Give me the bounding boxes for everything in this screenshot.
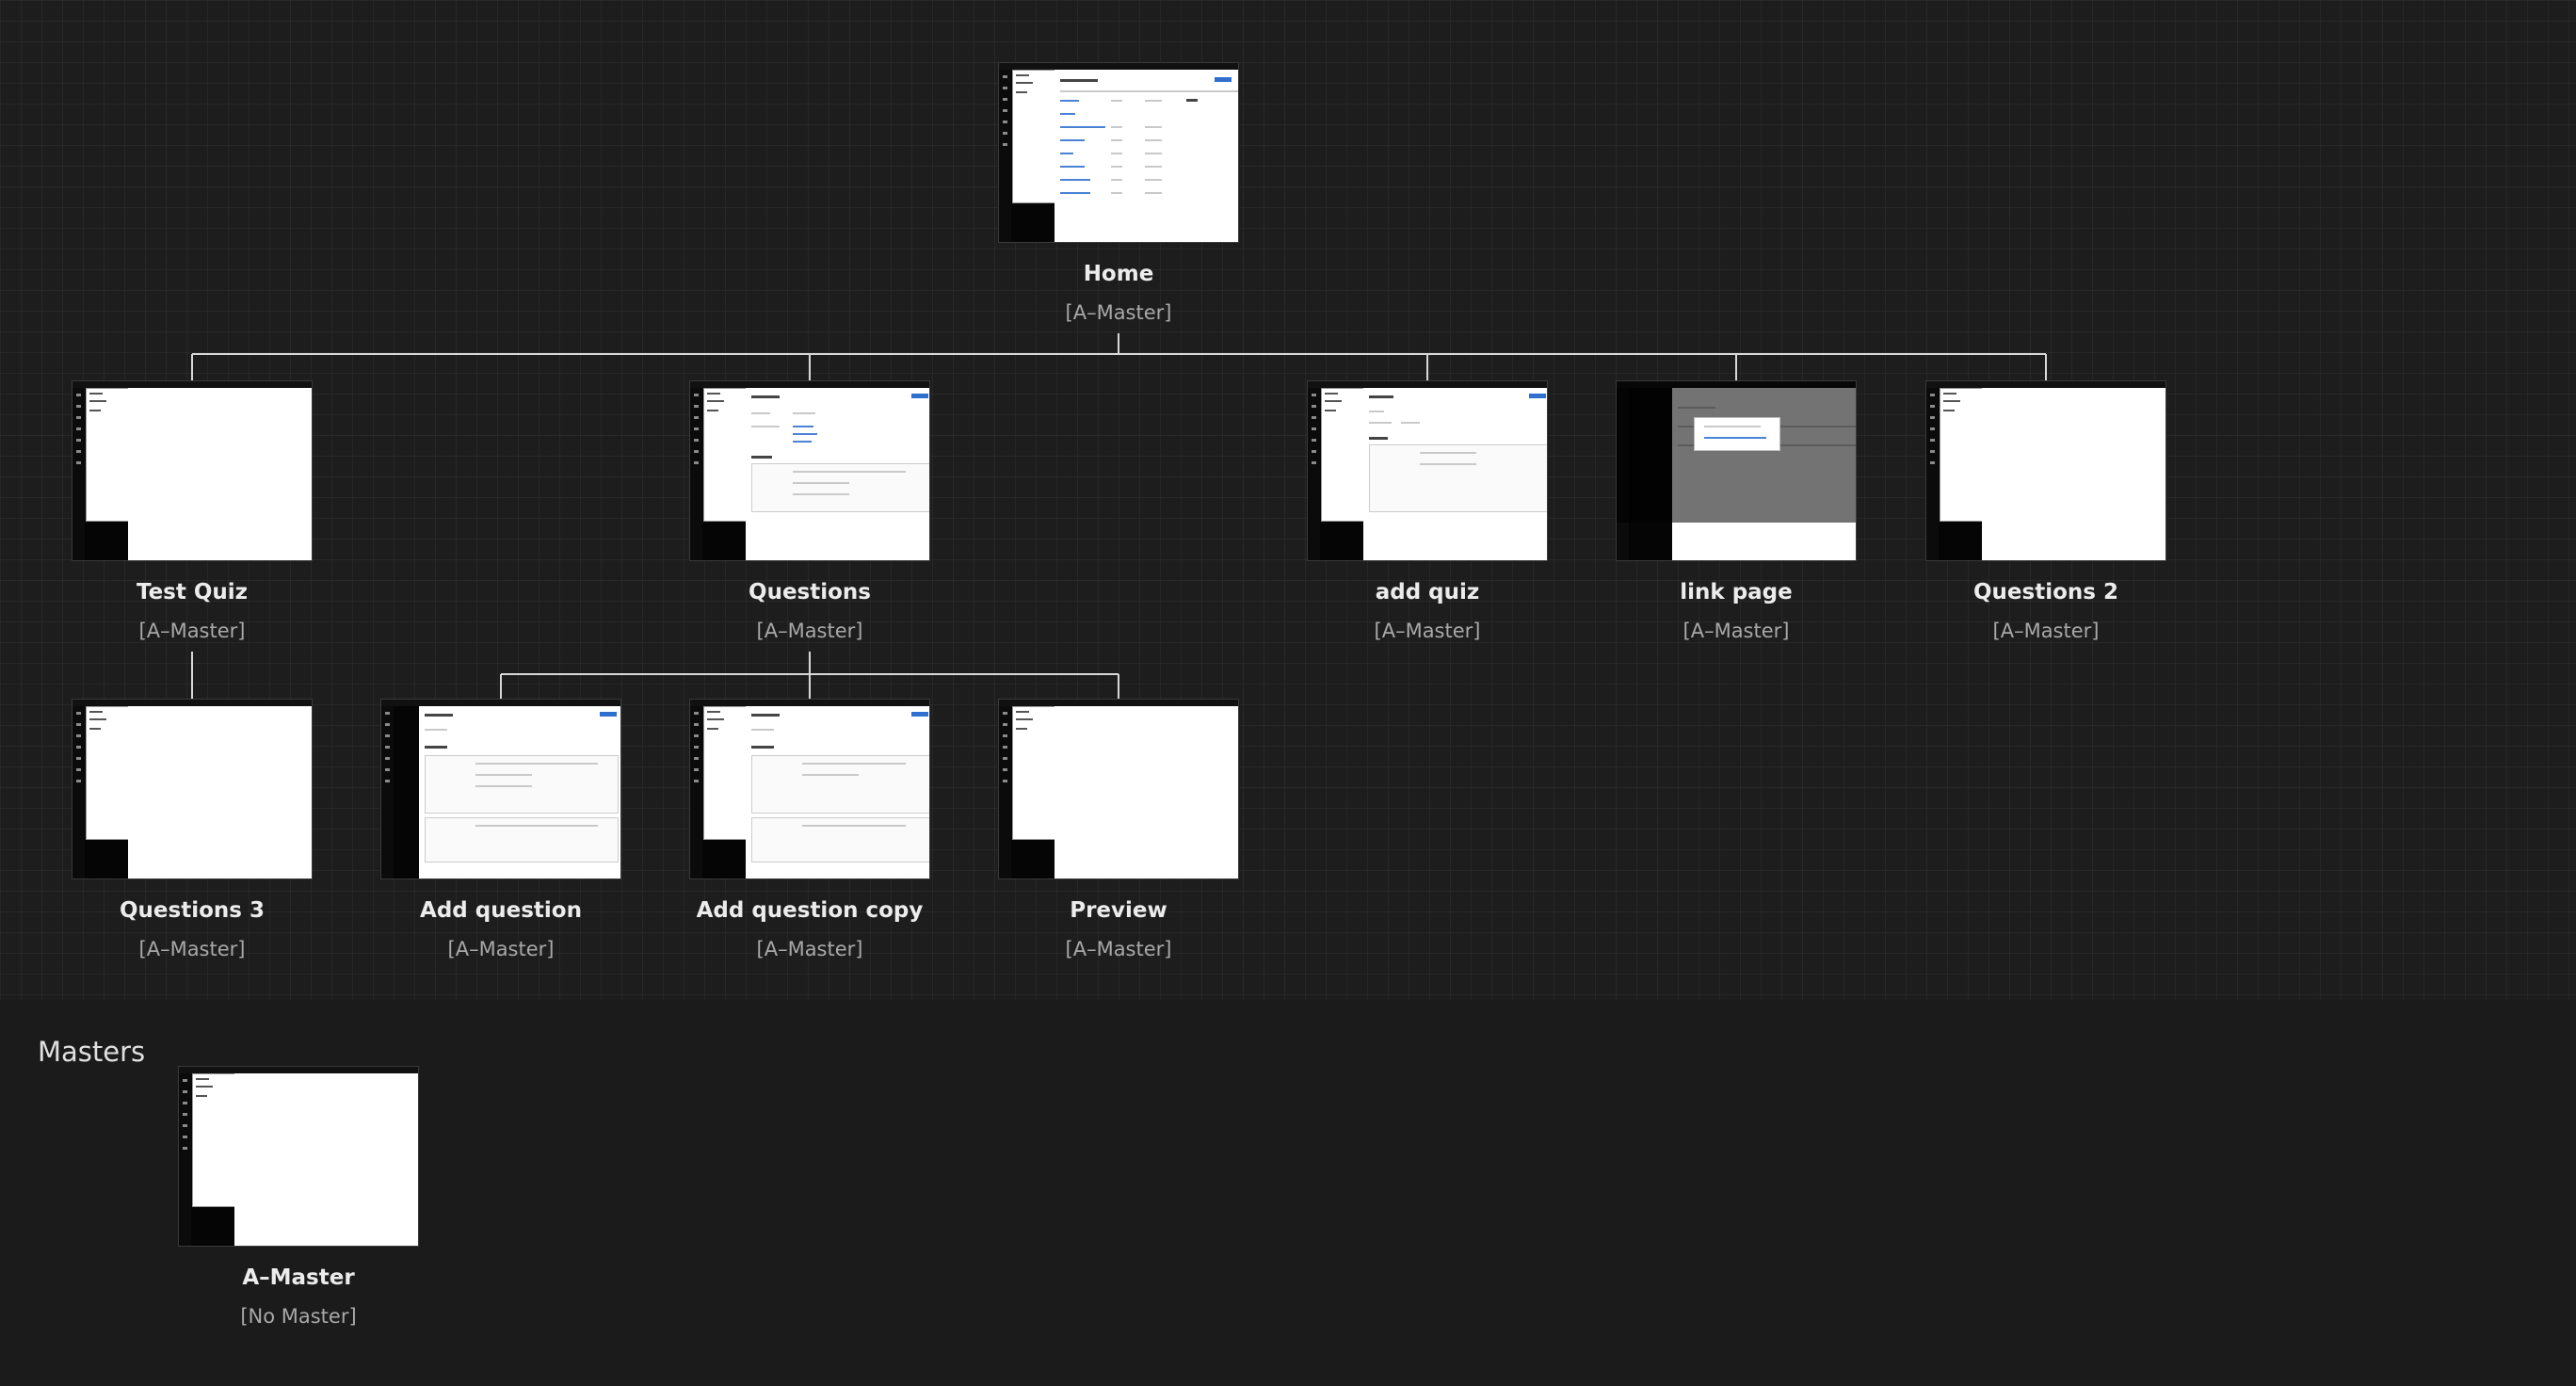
page-thumbnail-test-quiz[interactable] — [72, 380, 313, 561]
page-thumbnail-preview[interactable] — [998, 699, 1239, 879]
page-master: [A–Master] — [1065, 938, 1172, 960]
page-node-questions[interactable]: Questions [A–Master] — [631, 380, 989, 672]
page-master: [A–Master] — [756, 620, 863, 642]
page-title[interactable]: Home — [1083, 262, 1154, 286]
page-title[interactable]: Preview — [1070, 898, 1167, 923]
page-thumbnail-add-quiz[interactable] — [1307, 380, 1548, 561]
page-thumbnail-questions[interactable] — [689, 380, 930, 561]
page-thumbnail-add-question[interactable] — [380, 699, 621, 879]
page-node-test-quiz[interactable]: Test Quiz [A–Master] — [13, 380, 371, 672]
page-node-add-quiz[interactable]: add quiz [A–Master] — [1248, 380, 1606, 672]
page-node-questions-2[interactable]: Questions 2 [A–Master] — [1867, 380, 2225, 672]
page-title[interactable]: Add question — [420, 898, 582, 923]
page-master: [A–Master] — [1992, 620, 2100, 642]
page-thumbnail-questions-2[interactable] — [1925, 380, 2166, 561]
page-master: [A–Master] — [1374, 620, 1481, 642]
page-node-preview[interactable]: Preview [A–Master] — [940, 699, 1297, 991]
page-title[interactable]: Questions — [749, 580, 871, 604]
page-master: [A–Master] — [138, 938, 246, 960]
page-thumbnail-link-page[interactable] — [1616, 380, 1857, 561]
page-node-home[interactable]: Home [A–Master] — [940, 62, 1297, 354]
page-title[interactable]: Questions 2 — [1973, 580, 2118, 604]
master-node-a-master[interactable]: A–Master [No Master] — [120, 1066, 477, 1358]
page-thumbnail-questions-3[interactable] — [72, 699, 313, 879]
page-master: [A–Master] — [138, 620, 246, 642]
page-title[interactable]: Add question copy — [696, 898, 924, 923]
masters-section-title: Masters — [38, 1036, 146, 1068]
page-master: [A–Master] — [1682, 620, 1790, 642]
masters-area — [0, 1000, 2576, 1386]
page-node-add-question[interactable]: Add question [A–Master] — [322, 699, 680, 991]
page-title[interactable]: Questions 3 — [120, 898, 265, 923]
master-thumbnail-a-master[interactable] — [178, 1066, 419, 1247]
page-title[interactable]: Test Quiz — [136, 580, 249, 604]
page-node-link-page[interactable]: link page [A–Master] — [1557, 380, 1915, 672]
page-title[interactable]: link page — [1680, 580, 1793, 604]
page-master: [A–Master] — [1065, 301, 1172, 324]
master-title[interactable]: A–Master — [242, 1265, 355, 1290]
page-title[interactable]: add quiz — [1375, 580, 1480, 604]
page-node-add-question-copy[interactable]: Add question copy [A–Master] — [631, 699, 989, 991]
page-thumbnail-home[interactable] — [998, 62, 1239, 243]
page-node-questions-3[interactable]: Questions 3 [A–Master] — [13, 699, 371, 991]
page-master: [A–Master] — [447, 938, 555, 960]
master-parent: [No Master] — [240, 1305, 357, 1328]
page-master: [A–Master] — [756, 938, 863, 960]
page-thumbnail-add-question-copy[interactable] — [689, 699, 930, 879]
